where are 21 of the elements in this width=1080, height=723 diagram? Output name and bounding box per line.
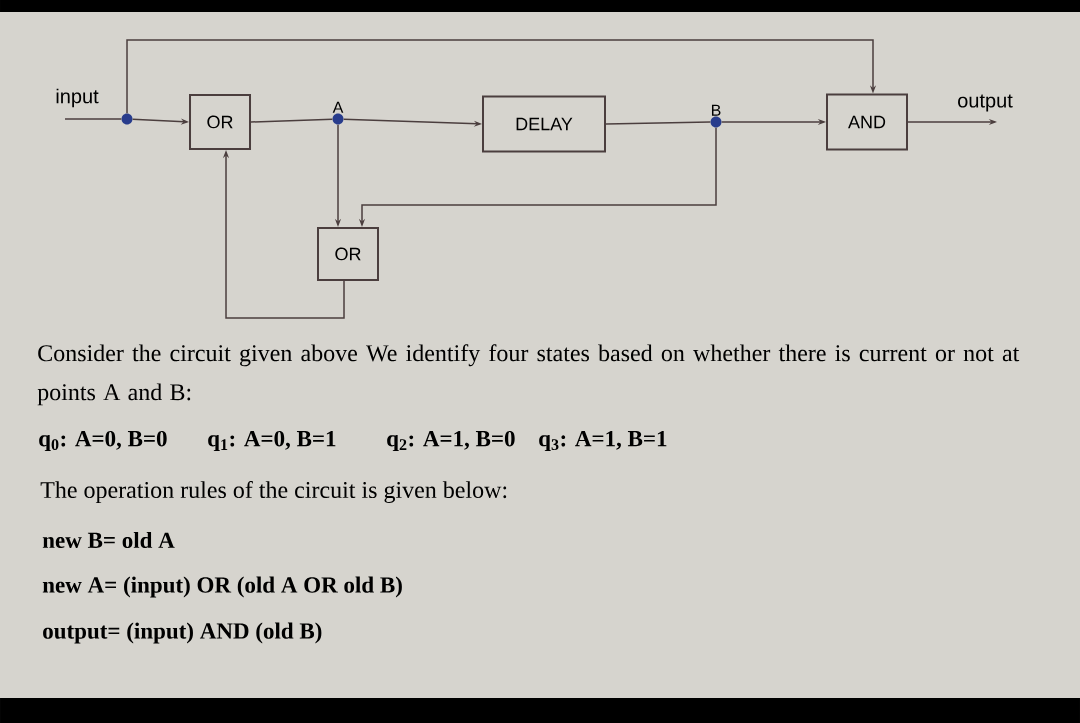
connector [250,118,334,123]
text-line: q$_{1}$: A=0, B=1 [208,430,336,452]
text-line: q$_{2}$: A=1, B=0 [387,430,515,452]
connector [605,121,712,125]
point-label: B [712,104,721,116]
text-line: new A= (input) OR (old A OR old B) [42,576,402,598]
gate-box: OR [189,94,251,150]
signal-label: input [54,87,100,109]
text-line: output= (input) AND (old B) [43,622,322,644]
gate-box: AND [826,93,908,151]
connector [126,39,877,115]
text-line: q$_{0}$: A=0, B=0 [39,430,167,452]
connector [64,118,123,120]
paragraph: Consider the circuit given above We identify four states based on whether there is current or not at points A and B: [37,344,1020,406]
text-line: The operation rules of the circuit is given below: [40,480,507,504]
text-line: new B= old A [42,531,175,549]
point-label: A [332,101,344,113]
gate-box: DELAY [482,95,606,153]
gate-box: OR [317,227,379,281]
signal-label: output [956,93,1014,113]
text-line: q$_{3}$: A=1, B=1 [539,430,667,452]
